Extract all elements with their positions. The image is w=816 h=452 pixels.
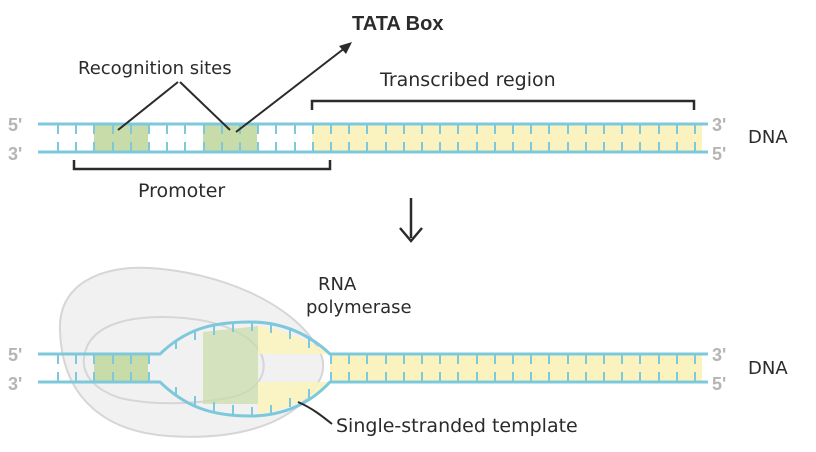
rna-polymerase-label-line2: polymerase (306, 297, 412, 318)
bottom-right-lower-end: 5' (712, 374, 726, 394)
promoter-bracket (72, 160, 332, 171)
tata-arrow-line (235, 43, 351, 133)
bubble-yellow-fill-bottom (258, 382, 330, 414)
bottom-left-lower-end: 3' (8, 374, 22, 394)
bottom-recognition-site (94, 354, 148, 382)
bottom-left-upper-end: 5' (8, 345, 22, 365)
top-left-upper-end: 5' (8, 115, 22, 135)
top-right-lower-end: 5' (712, 144, 726, 164)
bottom-upper-strand (38, 320, 708, 356)
recognition-sites-label: Recognition sites (78, 58, 232, 79)
tata-arrow-head (339, 42, 352, 54)
down-arrow-icon (399, 198, 423, 243)
single-strand-pointer (297, 401, 333, 425)
bottom-dna (38, 266, 708, 438)
top-base-pair-ticks (57, 124, 696, 152)
single-strand-label: Single-stranded template (336, 415, 578, 437)
transcribed-region-bracket (310, 99, 696, 110)
transcribed-region-label: Transcribed region (379, 69, 556, 91)
bottom-lower-strand (38, 380, 708, 418)
top-dna (38, 122, 708, 154)
recognition-pointer-1 (117, 81, 179, 131)
top-transcribed-region-fill (312, 124, 702, 152)
rna-polymerase-label-line1: RNA (318, 274, 357, 295)
top-recognition-site-2 (203, 124, 257, 152)
top-left-lower-end: 3' (8, 144, 22, 164)
top-right-upper-end: 3' (712, 115, 726, 135)
recognition-pointer-2 (179, 81, 231, 131)
bottom-right-upper-end: 3' (712, 345, 726, 365)
bubble-yellow-fill-top (258, 326, 330, 354)
bubble-green-fill (203, 326, 258, 404)
tata-box-label: TATA Box (352, 13, 443, 35)
promoter-label: Promoter (138, 180, 225, 202)
top-dna-label: DNA (748, 127, 788, 148)
bottom-dna-label: DNA (748, 358, 788, 379)
rna-polymerase-inner-loop (82, 316, 265, 405)
